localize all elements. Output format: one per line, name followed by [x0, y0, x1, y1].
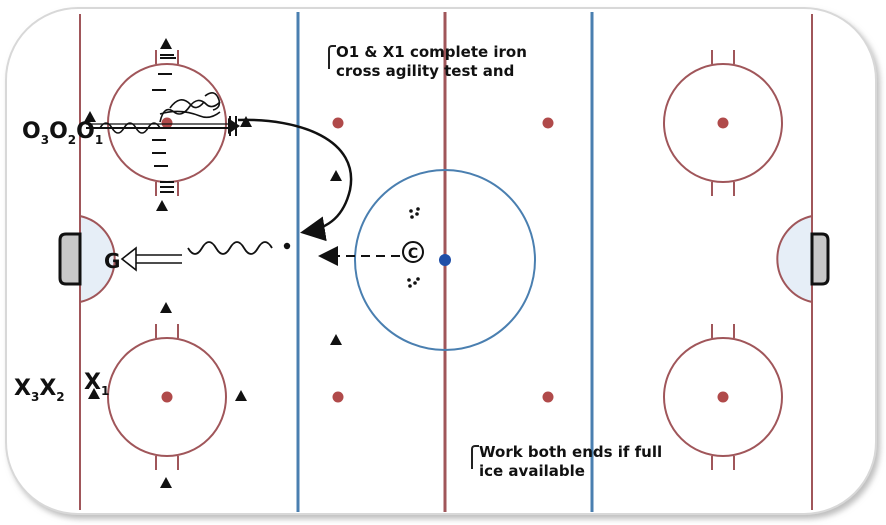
cone — [240, 116, 252, 127]
neutral-dot-bottom-left — [332, 391, 344, 403]
skate-arc-arrow — [237, 118, 353, 242]
player-o3-number: 3 — [40, 133, 50, 147]
neutral-dot-top-left — [332, 117, 344, 129]
player-o1-number: 1 — [94, 133, 104, 147]
note-line: cross agility test and — [336, 62, 515, 80]
player-x1-symbol: X — [84, 370, 101, 395]
shot-arrow — [120, 246, 182, 272]
note-bracket — [328, 45, 336, 69]
player-o3-symbol: O — [22, 119, 41, 144]
x-players-group: X3X2 — [14, 376, 65, 405]
faceoff-dot-left-top — [161, 117, 173, 129]
left-goal-net — [58, 232, 82, 286]
cone — [330, 334, 342, 345]
player-x3-symbol: X — [14, 376, 31, 401]
player-o1-symbol: O — [76, 119, 95, 144]
coach-symbol: C — [402, 241, 424, 263]
o-players-group: O3O2O1 — [22, 119, 104, 148]
skate-with-puck-path — [187, 241, 273, 255]
puck — [283, 242, 291, 250]
neutral-dot-top-right — [542, 117, 554, 129]
faceoff-circle-left-bottom — [107, 324, 227, 470]
center-faceoff-dot — [439, 254, 451, 266]
player-x3-number: 3 — [30, 390, 40, 404]
player-o2-symbol: O — [49, 119, 68, 144]
faceoff-dot-right-bottom — [717, 391, 729, 403]
faceoff-dot-right-top — [717, 117, 729, 129]
player-x1-number: 1 — [100, 384, 110, 398]
goalie-label: G — [104, 249, 120, 273]
skating-path-iron-cross — [86, 92, 240, 136]
cone — [84, 111, 96, 122]
agility-dashes — [152, 54, 176, 193]
neutral-dot-bottom-right — [542, 391, 554, 403]
note-line: ice available — [479, 462, 585, 480]
cones — [84, 38, 342, 488]
left-goal-crease — [79, 214, 116, 304]
cone — [330, 170, 342, 181]
pucks-pile — [407, 207, 420, 288]
faceoff-circle-right-top — [663, 50, 783, 196]
instruction-note-top: O1 & X1 complete iron cross agility test… — [328, 43, 527, 81]
player-x2-symbol: X — [39, 376, 57, 401]
cone — [160, 477, 172, 488]
coach-label: C — [408, 246, 418, 262]
right-goal-net — [810, 232, 830, 286]
right-goal-crease — [776, 214, 813, 304]
faceoff-dot-left-bottom — [161, 391, 173, 403]
cone — [160, 38, 172, 49]
center-circle — [354, 169, 536, 351]
faceoff-circle-right-bottom — [663, 324, 783, 470]
cone — [235, 390, 247, 401]
player-o2-number: 2 — [67, 133, 77, 147]
note-bracket — [471, 445, 479, 469]
instruction-note-bottom: Work both ends if full ice available — [471, 443, 663, 481]
note-line: O1 & X1 complete iron — [336, 43, 527, 61]
cone — [88, 388, 100, 399]
player-x1: X1 — [84, 370, 110, 399]
player-x2-number: 2 — [56, 390, 65, 404]
cone — [156, 200, 168, 211]
note-line: Work both ends if full — [479, 443, 663, 461]
cone — [160, 302, 172, 313]
